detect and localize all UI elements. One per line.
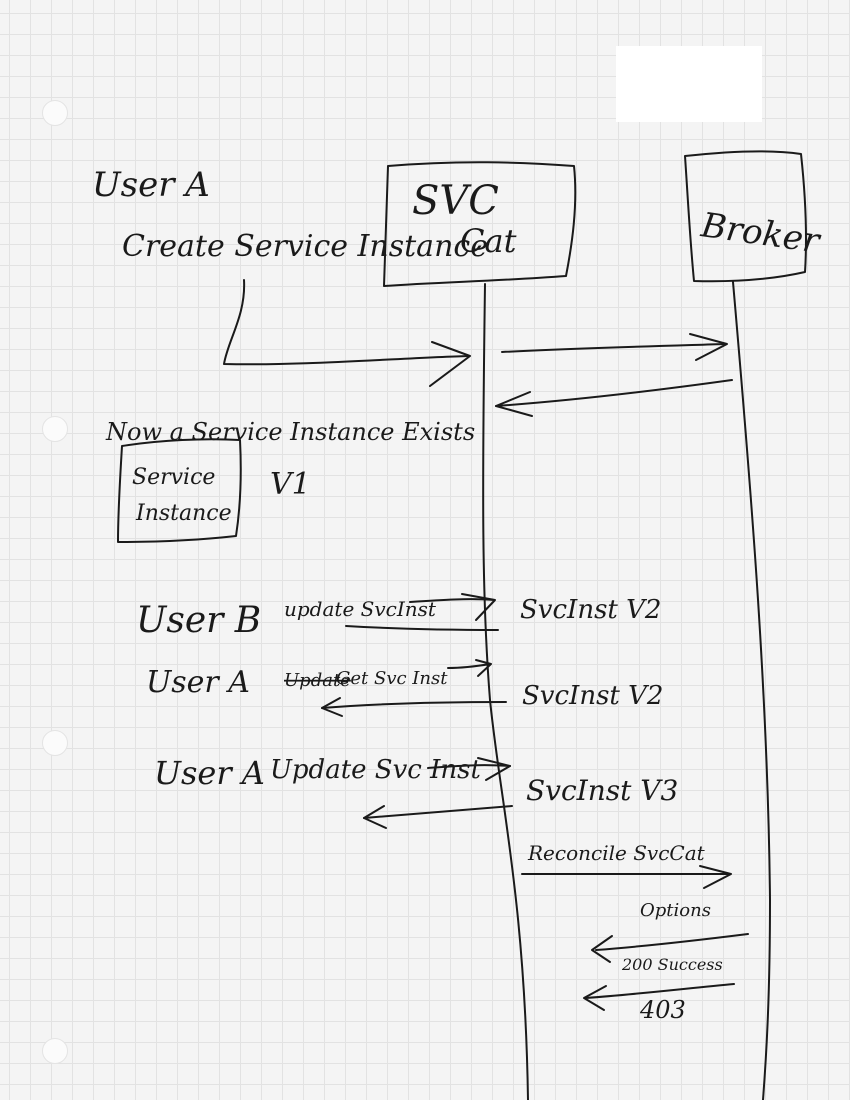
forbidden-label: 403 [639,996,686,1024]
options-reply [595,933,749,951]
service-instance-box [117,438,242,543]
update-b-arrow [409,598,495,603]
provision-reply-arrow [495,379,733,407]
binder-hole [42,730,68,756]
exists-label: Now a Service Instance Exists [105,418,475,446]
update-a-label: Update Svc Inst [270,755,481,785]
update-a-reply-arrowhead [363,805,387,829]
create-arrow [223,279,469,366]
binder-hole [42,100,68,126]
forbidden-reply-arrowhead [583,985,607,1011]
svc-cat-box [383,161,577,287]
get-struck-label: Update [284,670,351,691]
update-a-arrowhead [477,757,511,781]
result-a-label: SvcInst V3 [526,774,678,807]
update-b-reply [345,625,499,631]
broker-lifeline [732,281,771,1100]
get-reply-arrowhead [321,697,343,717]
user-a-label: User A [146,665,250,700]
binder-hole [42,416,68,442]
provision-reply-arrowhead [495,391,533,417]
version-v1-label: V1 [270,467,311,502]
user-a-label: User A [154,754,265,792]
box-label-1: Service [132,465,215,490]
update-a-arrow [427,764,511,769]
box-label-2: Instance [135,501,232,526]
get-reply [321,701,507,709]
broker-box [684,150,807,283]
svc-cat-label-2: Cat [460,222,517,260]
update-b-label: update SvcInst [284,597,437,621]
options-reply-arrowhead [591,935,613,963]
get-arrow [447,663,491,669]
svc-cat-lifeline [482,283,529,1100]
result-b-label: SvcInst V2 [520,595,661,625]
blank-label [616,46,762,122]
user-a-label: User A [92,165,210,205]
provision-arrowhead [689,333,728,361]
create-arrowhead [429,341,471,387]
svc-cat-label-1: SVC [412,178,499,224]
update-a-reply [363,805,513,819]
get-arrowhead [475,659,492,677]
provision-arrow [501,343,727,353]
user-b-label: User B [136,600,261,641]
options-label: Options [640,900,711,921]
update-b-arrowhead [461,593,496,621]
get-label: Get Svc Inst [336,668,448,689]
result-get-label: SvcInst V2 [522,681,663,711]
create-label: Create Service Instance [122,229,488,264]
ok-label: 200 Success [621,955,723,974]
forbidden-reply [585,983,735,999]
reconcile-arrowhead [699,865,732,889]
reconcile-label: Reconcile SvcCat [527,841,706,865]
binder-hole [42,1038,68,1064]
